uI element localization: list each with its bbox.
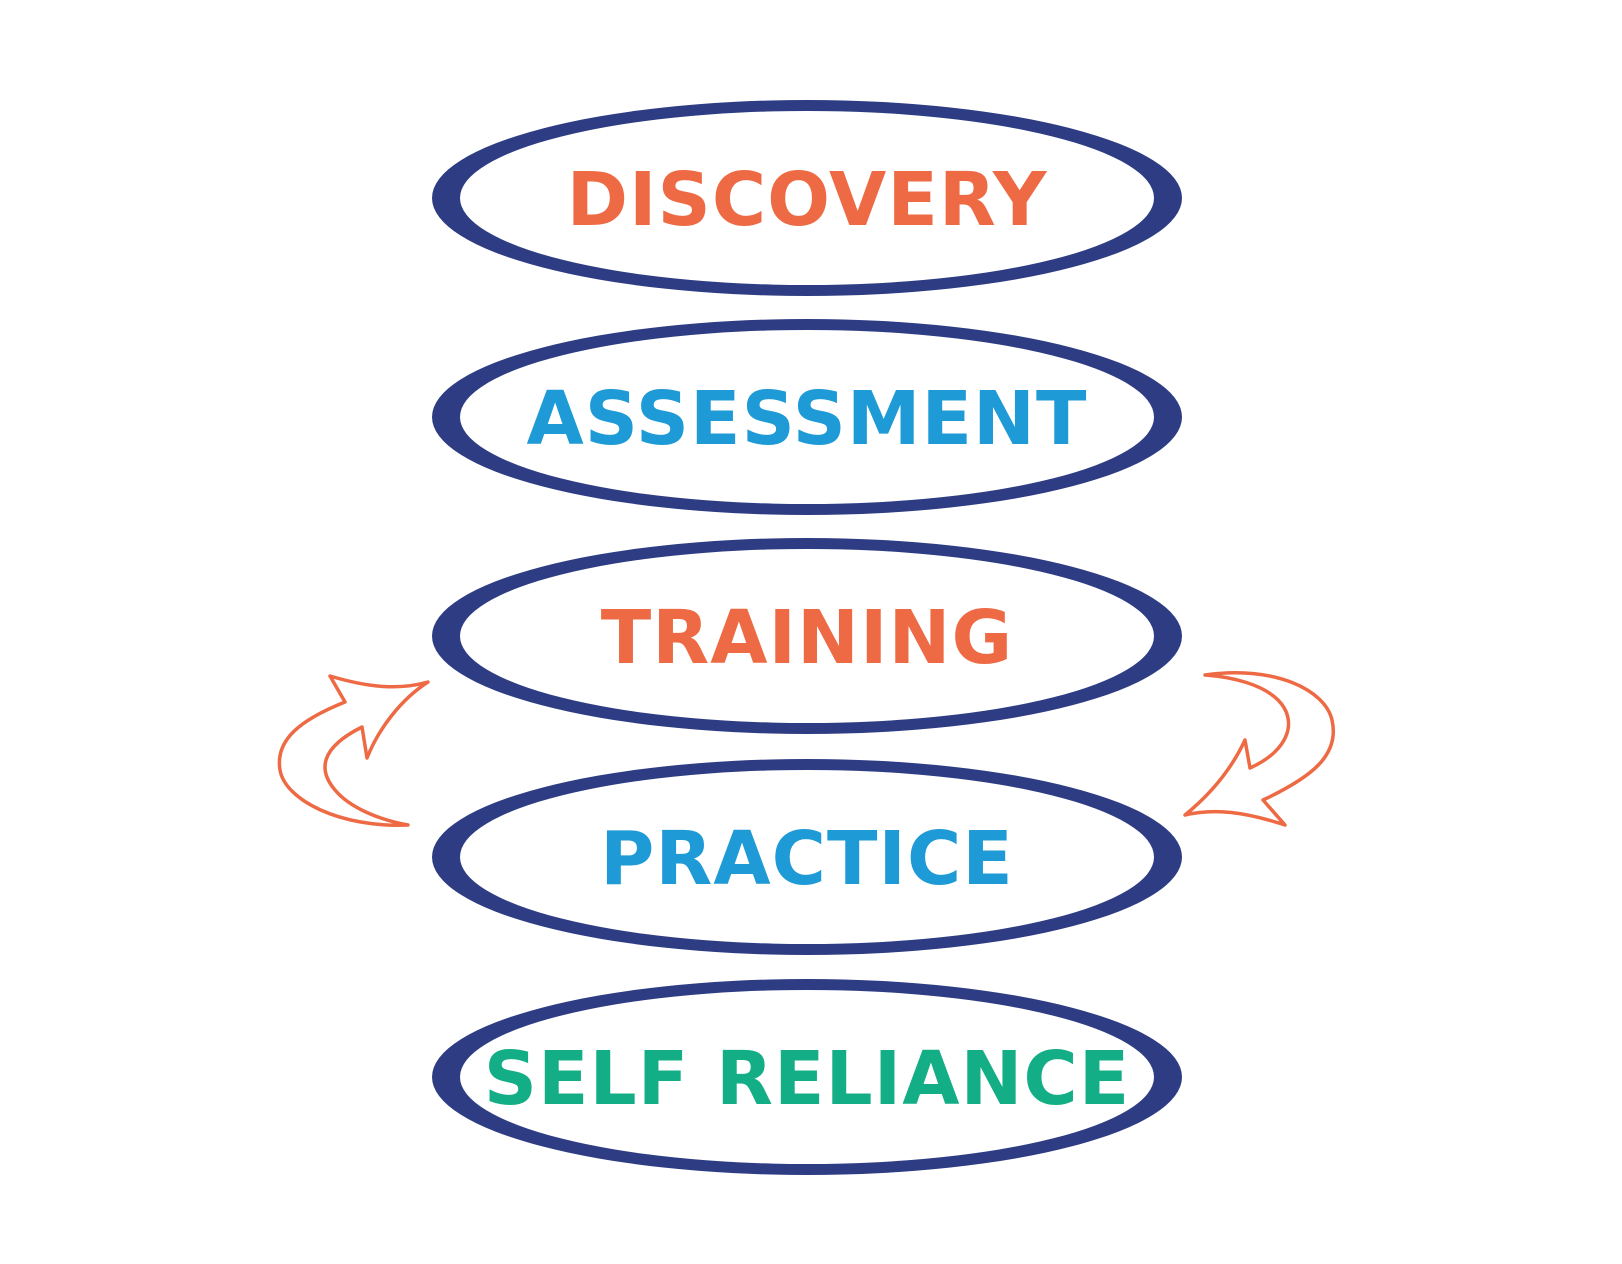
stage-label: TRAINING — [601, 595, 1013, 681]
stage-practice: PRACTICE — [432, 759, 1182, 955]
stage-training: TRAINING — [432, 538, 1182, 734]
stage-label: ASSESSMENT — [527, 376, 1088, 462]
stage-self-reliance: SELF RELIANCE — [432, 979, 1182, 1175]
stage-label: PRACTICE — [600, 816, 1014, 902]
curved-arrow-up-icon — [277, 674, 430, 827]
stage-label: DISCOVERY — [567, 157, 1048, 243]
curved-arrow-down-icon — [1183, 671, 1336, 827]
stage-assessment: ASSESSMENT — [432, 319, 1182, 515]
stage-discovery: DISCOVERY — [432, 100, 1182, 296]
stage-label: SELF RELIANCE — [484, 1036, 1131, 1122]
